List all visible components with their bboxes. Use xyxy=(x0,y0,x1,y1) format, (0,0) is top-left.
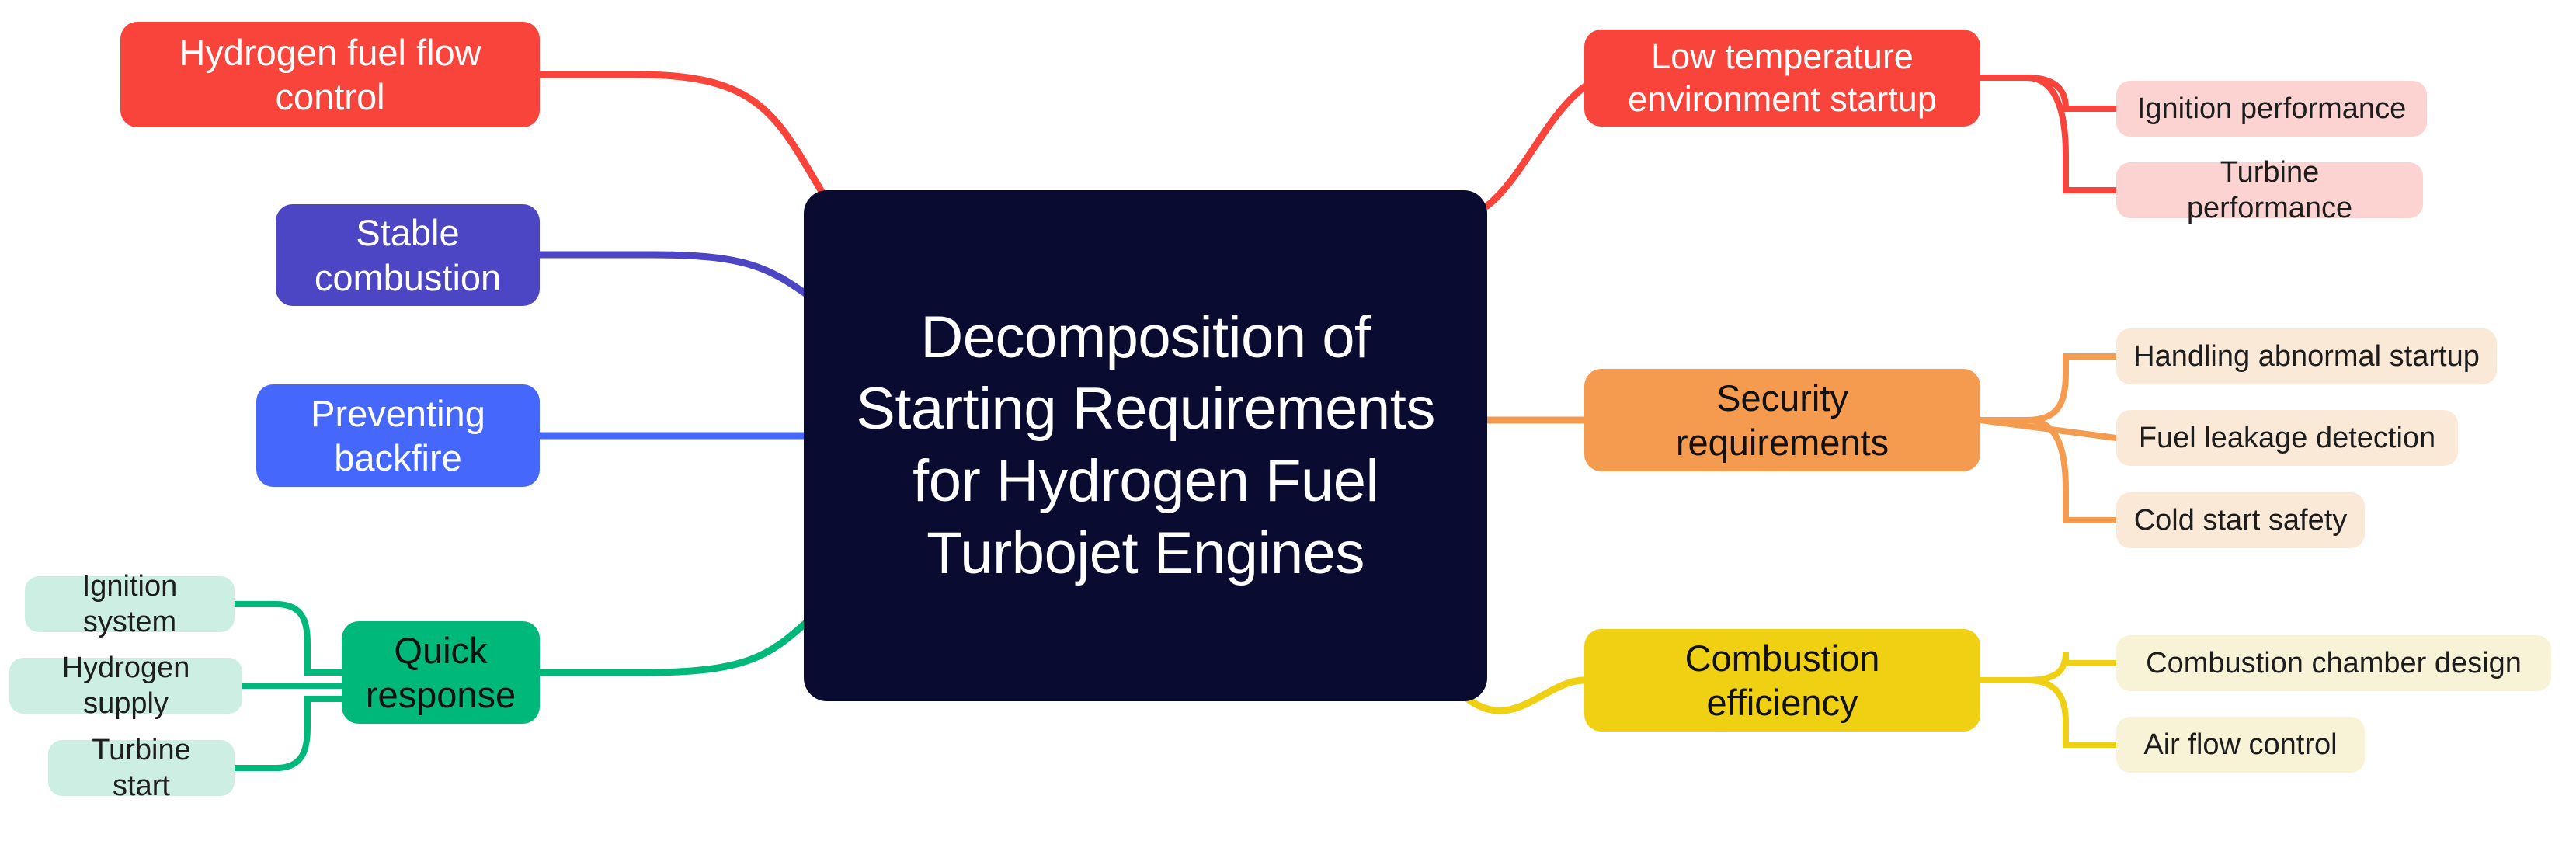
edge-root-to-hydrogen-fuel-flow-control xyxy=(536,71,827,198)
edge-combustion-to-air-flow-control xyxy=(1977,677,2119,748)
edge-root-to-quick-response xyxy=(536,617,812,676)
branch-node-security-requirements[interactable]: Security requirements xyxy=(1584,369,1980,471)
edge-quick-response-to-turbine-start xyxy=(231,696,345,771)
branch-node-combustion-efficiency[interactable]: Combustion efficiency xyxy=(1584,629,1980,732)
branch-node-hydrogen-fuel-flow-control[interactable]: Hydrogen fuel flow control xyxy=(120,22,540,127)
edge-quick-response-to-ignition-system xyxy=(231,601,345,676)
leaf-node-turbine-start[interactable]: Turbine start xyxy=(48,734,235,802)
leaf-node-fuel-leakage-detection[interactable]: Fuel leakage detection xyxy=(2116,410,2458,466)
leaf-node-turbine-performance[interactable]: Turbine performance xyxy=(2116,156,2423,224)
edge-security-to-handling-abnormal-startup xyxy=(1977,353,2119,423)
leaf-node-combustion-chamber-design[interactable]: Combustion chamber design xyxy=(2116,635,2551,691)
leaf-node-air-flow-control[interactable]: Air flow control xyxy=(2116,717,2365,773)
leaf-node-hydrogen-supply[interactable]: Hydrogen supply xyxy=(9,652,242,720)
branch-node-low-temperature-environment-startup[interactable]: Low temperature environment startup xyxy=(1584,30,1980,127)
leaf-node-cold-start-safety[interactable]: Cold start safety xyxy=(2116,492,2365,548)
root-node[interactable]: Decomposition of Starting Requirements f… xyxy=(804,190,1487,701)
leaf-node-ignition-system[interactable]: Ignition system xyxy=(25,570,235,638)
edge-root-to-stable-combustion xyxy=(536,251,812,299)
leaf-node-ignition-performance[interactable]: Ignition performance xyxy=(2116,81,2427,137)
leaf-node-handling-abnormal-startup[interactable]: Handling abnormal startup xyxy=(2116,328,2497,384)
edge-security-to-cold-start-safety xyxy=(1977,417,2119,523)
edge-low-temp-to-turbine-performance xyxy=(1977,75,2119,193)
edge-combustion-to-combustion-chamber-design xyxy=(1977,652,2119,683)
branch-node-preventing-backfire[interactable]: Preventing backfire xyxy=(256,384,540,487)
branch-node-stable-combustion[interactable]: Stable combustion xyxy=(276,204,540,306)
edge-low-temp-to-ignition-performance xyxy=(1977,75,2119,112)
edge-security-to-fuel-leakage-detection xyxy=(1977,417,2119,441)
edge-root-to-low-temperature-environment-startup xyxy=(1483,83,1588,210)
branch-node-quick-response[interactable]: Quick response xyxy=(342,621,540,724)
